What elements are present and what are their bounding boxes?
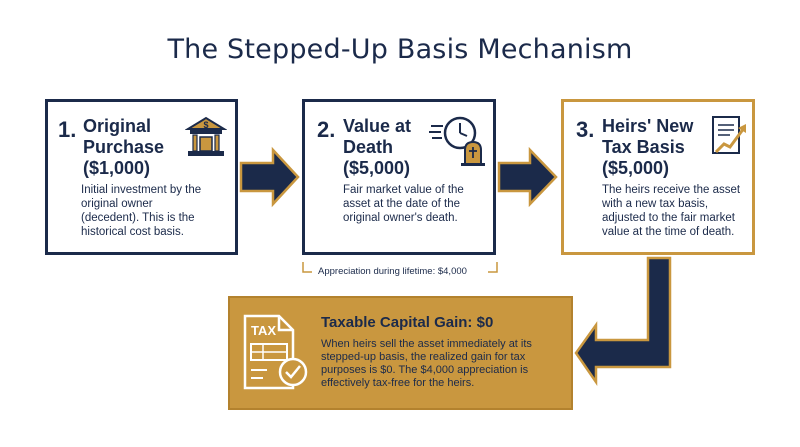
taxable-gain-box: TAX Taxable Capital Gain: $0 When heirs … <box>228 296 573 410</box>
arrow-right-2 <box>497 146 558 208</box>
page-title: The Stepped-Up Basis Mechanism <box>167 34 633 65</box>
step-number: 1. <box>58 117 77 142</box>
tax-document-check-icon: TAX <box>243 314 308 390</box>
svg-text:$: $ <box>203 120 208 130</box>
arrow-right-1 <box>239 146 300 208</box>
gain-heading: Taxable Capital Gain: $0 <box>321 314 494 331</box>
arrow-elbow-down <box>574 256 672 387</box>
step-number: 3. <box>576 117 595 142</box>
clock-tombstone-icon <box>429 116 485 166</box>
appreciation-bracket <box>302 262 498 273</box>
gain-description: When heirs sell the asset immediately at… <box>321 338 532 389</box>
tax-icon-text: TAX <box>251 323 276 338</box>
step-number: 2. <box>317 117 336 142</box>
document-growth-icon <box>712 116 746 154</box>
appreciation-label: Appreciation during lifetime: $4,000 <box>318 266 467 277</box>
bank-icon: $ <box>185 116 227 156</box>
